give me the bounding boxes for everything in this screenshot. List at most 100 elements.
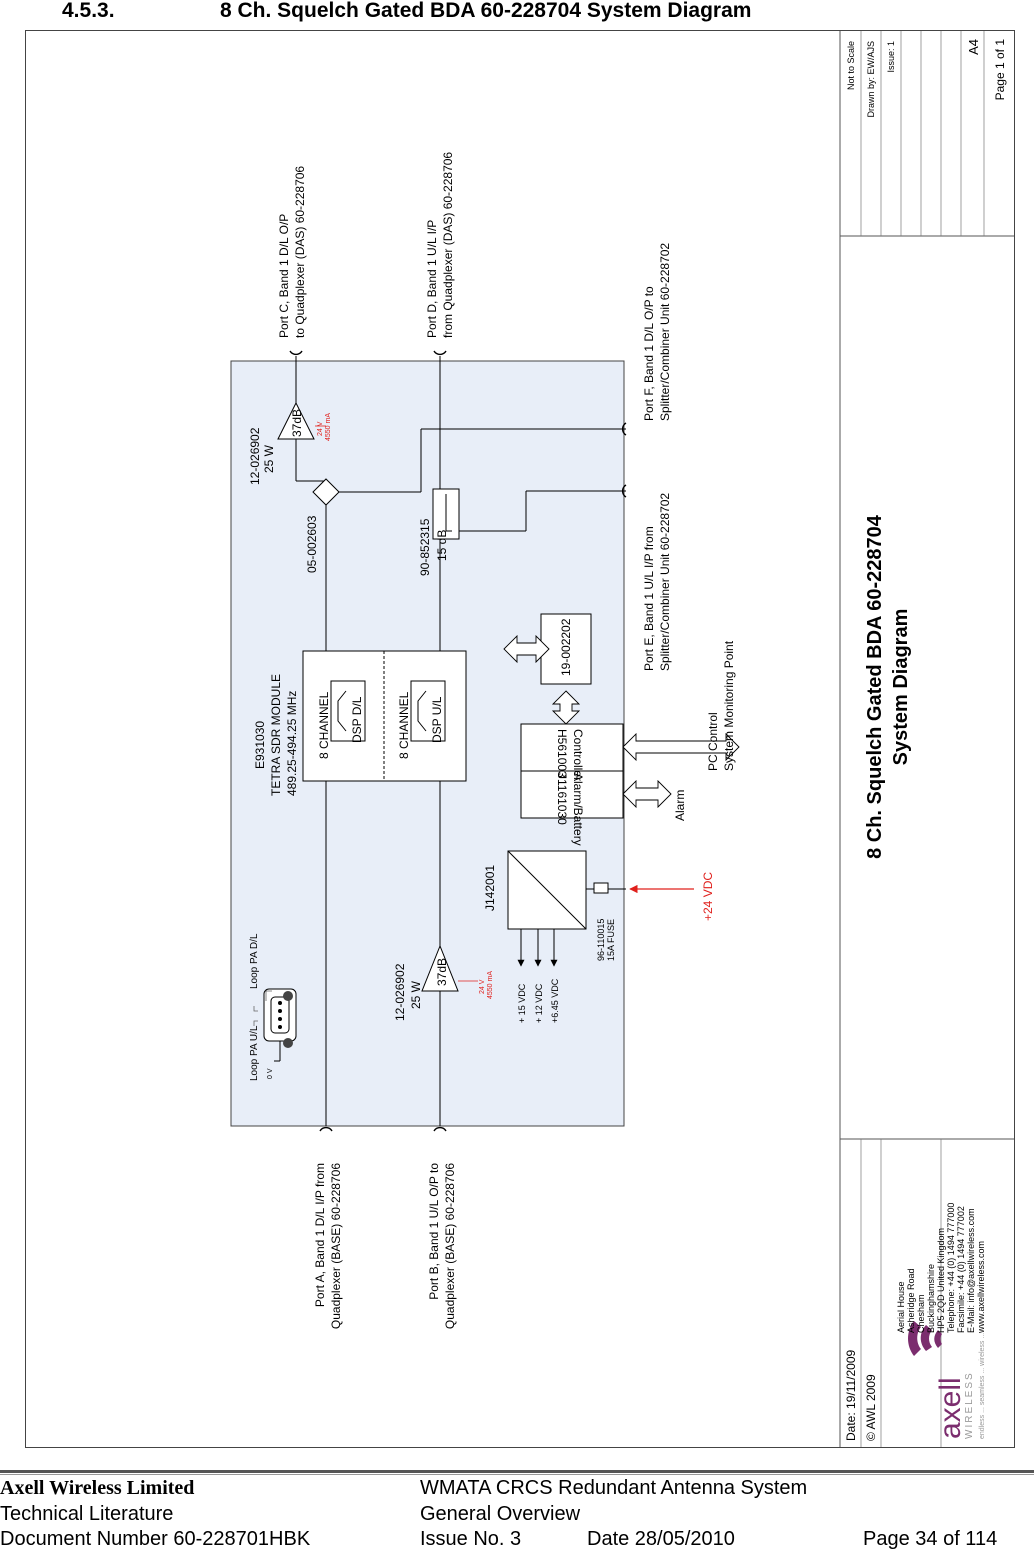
- address-line: Asheridge Road: [906, 1268, 916, 1333]
- zero-volt-label: 0 V: [267, 1068, 274, 1079]
- sdr-part: E931030: [253, 721, 267, 769]
- controller-part: H561003: [555, 729, 569, 778]
- modem-part: 19-002202: [559, 618, 573, 676]
- pa-dl-power: 25 W: [262, 444, 276, 473]
- drawn-by: Drawn by: EW/AJS: [866, 41, 876, 118]
- copyright: © AWL 2009: [864, 1374, 878, 1441]
- dsp-ul-label: DSP U/L: [430, 696, 444, 743]
- port-connectors: [289, 350, 627, 1132]
- port-c-line1: Port C, Band 1 D/L O/P: [277, 214, 291, 338]
- pa-dl-part: 12-026902: [248, 427, 262, 485]
- sdr-band: 489.25-494.25 MHz: [285, 691, 299, 796]
- drawing-title-line2: System Diagram: [890, 609, 912, 766]
- fuse-rating: 15A FUSE: [606, 919, 616, 961]
- address-line: Buckinghamshire: [926, 1264, 936, 1333]
- port-b-line2: Quadplexer (BASE) 60-228706: [443, 1163, 457, 1329]
- pa-dl-gain: 37dB: [290, 409, 304, 437]
- drawing-frame: Not to Scale Drawn by: EW/AJS Issue: 1 A…: [25, 30, 1015, 1448]
- pc-control-line1: PC Control: [706, 712, 720, 771]
- port-b-line1: Port B, Band 1 U/L O/P to: [427, 1163, 441, 1300]
- coupler-part: 05-002603: [305, 515, 319, 573]
- pa-ul-gain: 37dB: [435, 958, 449, 986]
- drawing-title-line1: 8 Ch. Squelch Gated BDA 60-228704: [864, 514, 886, 859]
- address-line: E-Mail: info@axellwireless.com: [966, 1208, 976, 1333]
- address-line: www.axellwireless.com: [976, 1241, 986, 1334]
- section-title: 8 Ch. Squelch Gated BDA 60-228704 System…: [220, 0, 752, 22]
- pa-ul-power: 25 W: [409, 980, 423, 1009]
- axell-logo: axell WIRELESS endless ... seamless ... …: [908, 1321, 986, 1439]
- footer-date: Date 28/05/2010: [587, 1528, 735, 1550]
- title-block: Not to Scale Drawn by: EW/AJS Issue: 1 A…: [839, 31, 1014, 1447]
- power-supply: J142001 + 15 VDC + 12 VDC +6.45 VDC 96-1…: [483, 850, 626, 1023]
- pa-dl-supply-ma: 4550 mA: [325, 413, 332, 441]
- coupler: 05-002603: [296, 428, 626, 573]
- d-sub-connector: Loop PA U/L Loop PA D/L 0 V: [249, 933, 297, 1081]
- drawing-date: Date: 19/11/2009: [844, 1349, 858, 1441]
- logo-word: axell: [934, 1377, 967, 1439]
- pa-uplink: 37dB 12-026902 25 W 24 V 4550 mA: [393, 944, 494, 1021]
- pa-dl-supply-v: 24 V: [317, 421, 324, 436]
- dsp-dl-channels: 8 CHANNEL: [317, 691, 331, 759]
- dsp-ul-block: 8 CHANNEL DSP U/L: [397, 680, 446, 759]
- port-a-line1: Port A, Band 1 D/L I/P from: [313, 1163, 327, 1307]
- port-c-line2: to Quadplexer (DAS) 60-228706: [293, 166, 307, 338]
- port-e-line1: Port E, Band 1 U/L I/P from: [642, 526, 656, 671]
- section-number: 4.5.3.: [62, 0, 115, 22]
- dsp-ul-channels: 8 CHANNEL: [397, 691, 411, 759]
- port-d-line2: from Quadplexer (DAS) 60-228706: [441, 152, 455, 338]
- logo-tagline: endless ... seamless ... wireless ...: [979, 1333, 986, 1439]
- attenuator: 90-852315 15 dB: [418, 488, 626, 576]
- control-blocks: Alarm/Battery J1161030 Controller H56100…: [520, 613, 624, 846]
- footer-issue: Issue No. 3: [420, 1528, 522, 1550]
- controller-name: Controller: [571, 729, 585, 781]
- port-f-line1: Port F, Band 1 D/L O/P to: [642, 286, 656, 421]
- drawing-page: Page 1 of 1: [993, 39, 1007, 101]
- address-line: Facsimile: +44 (0) 1494 777002: [956, 1206, 966, 1333]
- power-input: +24 VDC: [629, 872, 715, 921]
- footer-literature: Technical Literature: [0, 1503, 174, 1525]
- alarm-battery-part: J1161030: [555, 773, 569, 825]
- port-a-line2: Quadplexer (BASE) 60-228706: [329, 1163, 343, 1329]
- dsp-dl-block: 8 CHANNEL DSP D/L: [317, 680, 366, 759]
- attenuator-value: 15 dB: [435, 530, 449, 561]
- footer-overview: General Overview: [420, 1503, 581, 1525]
- pa-ul-supply-v: 24 V: [479, 979, 486, 994]
- section-heading: 4.5.3. 8 Ch. Squelch Gated BDA 60-228704…: [0, 0, 1034, 28]
- address-line: Aerial House: [896, 1281, 906, 1333]
- page-footer: Axell Wireless Limited Technical Literat…: [0, 1470, 1034, 1552]
- psu-out-15v: + 15 VDC: [517, 983, 527, 1023]
- fuse-part: 96-110015: [596, 919, 606, 961]
- company-address: Aerial House Asheridge Road Chesham Buck…: [896, 1203, 986, 1334]
- psu-part: J142001: [483, 865, 497, 911]
- alarm-label: Alarm: [673, 790, 687, 821]
- footer-company: Axell Wireless Limited: [0, 1477, 195, 1499]
- power-input-label: +24 VDC: [701, 872, 715, 921]
- alarm-battery-name: Alarm/Battery: [571, 773, 585, 846]
- loop-pa-ul-label: Loop PA U/L: [249, 1025, 260, 1081]
- attenuator-part: 90-852315: [418, 518, 432, 576]
- pc-control-line2: System Monitoring Point: [722, 640, 736, 771]
- address-line: HP5 2QD United Kingdom: [936, 1228, 946, 1333]
- paper-size: A4: [966, 39, 981, 55]
- footer-system: WMATA CRCS Redundant Antenna System: [420, 1477, 808, 1499]
- footer-page: Page 34 of 114: [863, 1528, 998, 1550]
- loop-pa-dl-label: Loop PA D/L: [249, 933, 260, 989]
- pa-ul-supply-ma: 4550 mA: [487, 971, 494, 999]
- data-links: [503, 634, 740, 809]
- port-d-line1: Port D, Band 1 U/L I/P: [425, 220, 439, 338]
- system-diagram: Not to Scale Drawn by: EW/AJS Issue: 1 A…: [230, 31, 1014, 1447]
- dsp-dl-label: DSP D/L: [350, 696, 364, 743]
- psu-out-12v: + 12 VDC: [534, 983, 544, 1023]
- not-to-scale: Not to Scale: [846, 41, 856, 90]
- port-e-line2: Splitter/Combiner Unit 60-228702: [658, 493, 672, 671]
- psu-out-645v: +6.45 VDC: [550, 978, 560, 1023]
- footer-doc-number: Document Number 60-228701HBK: [0, 1528, 311, 1550]
- issue-number: Issue: 1: [886, 41, 896, 73]
- pa-ul-part: 12-026902: [393, 963, 407, 1021]
- sdr-module: E931030 TETRA SDR MODULE 489.25-494.25 M…: [253, 650, 467, 796]
- address-line: Telephone: +44 (0) 1494 777000: [946, 1203, 956, 1333]
- sdr-name: TETRA SDR MODULE: [269, 674, 283, 796]
- port-labels: Port A, Band 1 D/L I/P from Quadplexer (…: [277, 152, 672, 1330]
- pa-downlink: 37dB 12-026902 25 W 24 V 4550 mA: [248, 401, 332, 485]
- port-f-line2: Splitter/Combiner Unit 60-228702: [658, 243, 672, 421]
